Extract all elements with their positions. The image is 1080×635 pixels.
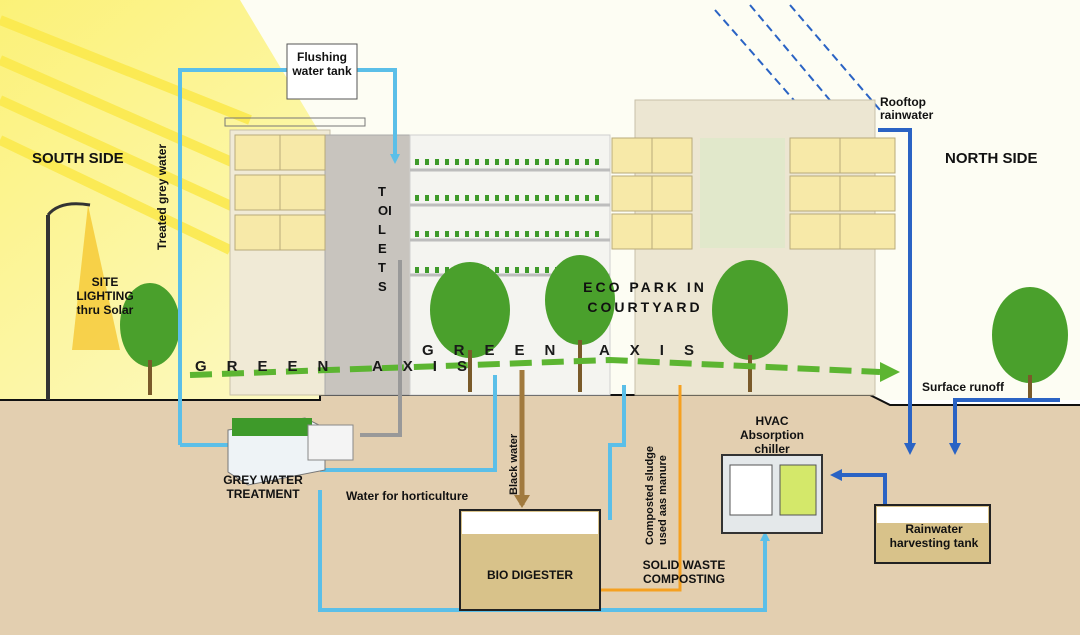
runoff-line (949, 398, 1060, 455)
hvac-label: HVAC Absorption chiller (740, 414, 804, 456)
black-water-arrowhead (514, 495, 530, 508)
sludge-line (600, 385, 682, 592)
hvac-panel-left (729, 464, 773, 516)
water-for-horticulture-label: Water for horticulture (346, 489, 469, 503)
hvac-panel-right (779, 464, 817, 516)
rainwater-tank-top (877, 507, 988, 523)
south-side-label: SOUTH SIDE (32, 150, 124, 167)
rooftop-rain-line (878, 128, 916, 455)
flushing-tank-box (286, 43, 358, 100)
surface-runoff-label: Surface runoff (922, 380, 1005, 394)
site-lighting-label: SITE LIGHTING thru Solar (76, 275, 134, 317)
grey-water-treatment-label: GREY WATER TREATMENT (223, 473, 303, 501)
toilet-outflow (360, 260, 402, 437)
courtyard-drain-line (608, 385, 626, 520)
bio-digester-top (462, 512, 598, 534)
flushing-tank-label: Flushing water tank (292, 50, 352, 78)
black-water-label: Black water (508, 433, 520, 495)
bio-digester-label: BIO DIGESTER (487, 568, 574, 582)
rooftop-rainwater-label: Rooftop rainwater (880, 95, 934, 122)
green-axis-arrowhead (880, 362, 900, 382)
green-axis-arrow (189, 356, 881, 378)
composted-sludge-label: Composted sludge used aas manure (644, 445, 669, 545)
toilets-label: TOILETS (378, 184, 392, 294)
green-axis-left-label: GREEN AXIS (195, 358, 487, 375)
solid-waste-label: SOLID WASTE COMPOSTING (642, 558, 726, 586)
rainwater-tank-label: Rainwater harvesting tank (889, 522, 979, 550)
horticulture-line (320, 375, 497, 472)
north-side-label: NORTH SIDE (945, 150, 1038, 167)
rain-to-hvac-line (830, 469, 887, 505)
grey-water-unit (227, 417, 354, 486)
tree-trunks (148, 340, 1032, 400)
green-axis-right-label: GREEN AXIS (422, 342, 714, 359)
treated-grey-water-label: Treated grey water (155, 143, 169, 250)
sun-rays (0, 15, 253, 255)
street-lamp (46, 202, 120, 400)
eco-park-label: ECO PARK IN COURTYARD (583, 279, 707, 315)
trees (120, 255, 1068, 383)
